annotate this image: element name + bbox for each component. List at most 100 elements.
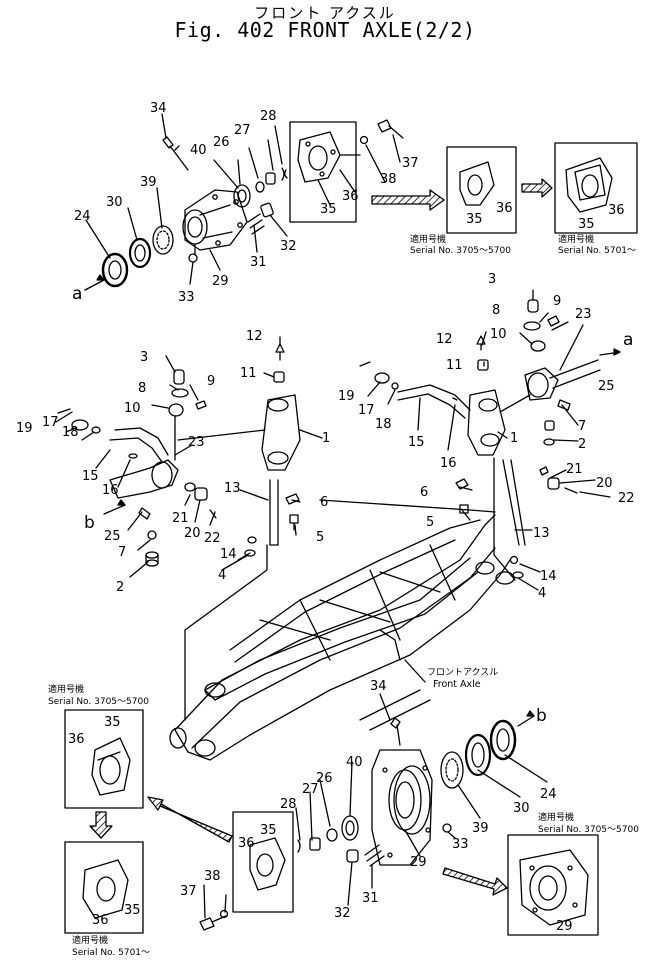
race-30-bottom: [464, 733, 492, 777]
detail-box-variant-a: [446, 146, 517, 234]
washer-26: [255, 181, 265, 193]
detail-box-top-mid: [289, 119, 404, 223]
axle-housing-frame: [169, 499, 515, 761]
callout-38b: 38: [204, 869, 221, 884]
callout-19R: 19: [338, 389, 355, 404]
serial-note-jp-left-top: 適用号機: [48, 683, 84, 695]
serial-note-jp-bottom-right: 適用号機: [538, 811, 574, 823]
callout-13L: 13: [224, 481, 241, 496]
king-pin-13-right: [502, 459, 526, 546]
front-axle-label-jp: フロントアクスル: [427, 667, 498, 678]
callout-34b: 34: [370, 679, 387, 694]
serial-note-jp-left-bottom: 適用号機: [72, 934, 108, 946]
callout-10R: 10: [490, 327, 507, 342]
washer-38: [359, 135, 369, 145]
figure-title: Fig. 402 FRONT AXLE(2/2): [174, 18, 476, 42]
bearing-39-bottom: [440, 751, 464, 789]
callout-37b: 37: [180, 884, 197, 899]
callout-25R: 25: [598, 379, 615, 394]
callout-35d: 35: [104, 715, 121, 730]
callout-36a: 36: [342, 189, 359, 204]
callout-10L: 10: [124, 401, 141, 416]
callout-15L: 15: [82, 469, 99, 484]
callout-13R: 13: [533, 526, 550, 541]
title-japanese: フロント アクスル: [254, 4, 396, 22]
axle-end-bracket-1-left: [261, 394, 301, 471]
callout-14R: 14: [540, 569, 557, 584]
callout-1L: 1: [322, 431, 330, 446]
callout-36b: 36: [496, 201, 513, 216]
callout-6L: 6: [320, 495, 328, 510]
callout-36e: 36: [238, 836, 255, 851]
seal-24-bottom: [489, 719, 517, 761]
callout-35e: 35: [260, 823, 277, 838]
detail-box-bottom-mid: [199, 811, 294, 931]
callout-bR: b: [536, 706, 547, 726]
callout-8R: 8: [492, 303, 500, 318]
left-steering-group: [57, 343, 301, 721]
cotter-pin-28: [281, 167, 288, 181]
nut-32: [260, 202, 274, 218]
bearing-40: [233, 184, 251, 208]
callout-8L: 8: [138, 381, 146, 396]
callout-30a: 30: [106, 195, 123, 210]
serial-note-top-mid: Serial No. 3705～5700: [410, 246, 511, 256]
callout-14L: 14: [220, 547, 237, 562]
callout-37a: 37: [402, 156, 419, 171]
bolt-34: [162, 136, 189, 171]
hub-29: [184, 189, 248, 251]
callout-23L: 23: [188, 435, 205, 450]
cover-35: [297, 131, 341, 183]
serial-note-jp-top-right: 適用号機: [558, 233, 594, 245]
callout-20L: 20: [184, 526, 201, 541]
bearing-race-30: [128, 237, 152, 269]
callout-35f: 35: [124, 903, 141, 918]
bolt-31: [247, 213, 265, 235]
callout-30b: 30: [513, 801, 530, 816]
callout-36c: 36: [608, 203, 625, 218]
callout-40b: 40: [346, 755, 363, 770]
callout-23R: 23: [575, 307, 592, 322]
callout-33b: 33: [452, 837, 469, 852]
callout-3R: 3: [488, 272, 496, 287]
callout-11R: 11: [446, 358, 463, 373]
front-axle-label: Front Axle: [433, 679, 481, 690]
detail-box-left-lower: [64, 841, 144, 934]
callout-35c: 35: [578, 217, 595, 232]
seal-24: [101, 252, 129, 288]
callout-2L: 2: [116, 580, 124, 595]
callout-3L: 3: [140, 350, 148, 365]
nut-27: [265, 172, 276, 185]
callout-35b: 35: [466, 212, 483, 227]
callout-28b: 28: [280, 797, 297, 812]
callout-39a: 39: [140, 175, 157, 190]
serial-note-left-bottom: Serial No. 5701～: [72, 948, 150, 958]
callout-34a: 34: [150, 101, 167, 116]
hatched-arrow-top-2: [521, 178, 553, 198]
callout-36f: 36: [92, 913, 109, 928]
hub-29-bottom: [371, 749, 433, 866]
detail-box-bottom-right: [507, 834, 599, 936]
callout-31a: 31: [250, 255, 267, 270]
callout-7L: 7: [118, 545, 126, 560]
callout-29b: 29: [410, 855, 427, 870]
callout-36d: 36: [68, 732, 85, 747]
serial-note-bottom-right: Serial No. 3705～5700: [538, 825, 639, 835]
king-pin-13-left: [269, 479, 279, 546]
callout-4L: 4: [218, 568, 226, 583]
callout-12L: 12: [246, 329, 263, 344]
callout-layer: 34272840263738363539302432312933a3536353…: [16, 101, 635, 934]
callout-38a: 38: [380, 172, 397, 187]
hatched-arrow-bottom-right: [442, 867, 508, 896]
right-steering-group: [359, 299, 621, 581]
callout-17R: 17: [358, 403, 375, 418]
serial-note-left-top: Serial No. 3705～5700: [48, 697, 149, 707]
callout-35a: 35: [320, 202, 337, 217]
callout-bL: b: [84, 513, 95, 533]
serial-note-top-right: Serial No. 5701～: [558, 246, 636, 256]
callout-24b: 24: [540, 787, 557, 802]
callout-2R: 2: [578, 437, 586, 452]
callout-39b: 39: [472, 821, 489, 836]
